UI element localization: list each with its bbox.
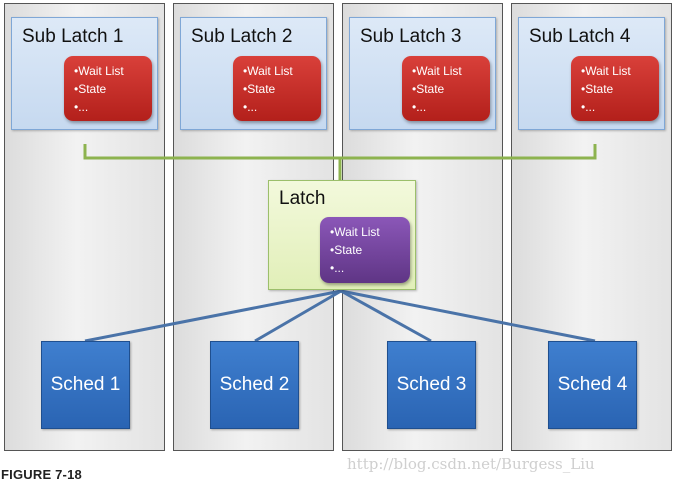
sub-latch-1: Sub Latch 1 •Wait List •State •... [11, 17, 158, 130]
latch-item-state: •State [330, 243, 363, 257]
sub-latch-3-item-state: •State [412, 82, 445, 96]
sub-latch-3-item-wait-list: •Wait List [412, 64, 462, 78]
latch-to-sched-4-connector [340, 289, 596, 343]
sched-1: Sched 1 [41, 341, 130, 429]
watermark-url: http://blog.csdn.net/Burgess_Liu [347, 455, 595, 473]
sub-latch-4-info: •Wait List •State •... [571, 56, 659, 121]
sub-latch-1-title: Sub Latch 1 [22, 26, 124, 47]
sub-latch-4-item-wait-list: •Wait List [581, 64, 631, 78]
sub-latch-1-info: •Wait List •State •... [64, 56, 152, 121]
sub-latch-2: Sub Latch 2 •Wait List •State •... [180, 17, 327, 130]
sub-latch-1-item-more: •... [74, 100, 89, 114]
latch-info: •Wait List •State •... [320, 217, 410, 283]
sub-latch-2-title: Sub Latch 2 [191, 26, 293, 47]
sched-2: Sched 2 [210, 341, 299, 429]
sub-latch-2-item-state: •State [243, 82, 276, 96]
sub-latch-1-item-wait-list: •Wait List [74, 64, 124, 78]
figure-caption: FIGURE 7-18 [1, 467, 82, 482]
sub-latch-1-item-state: •State [74, 82, 107, 96]
sub-latch-2-info: •Wait List •State •... [233, 56, 321, 121]
sched-3: Sched 3 [387, 341, 476, 429]
sub-latch-4-title: Sub Latch 4 [529, 26, 631, 47]
latch-to-sched-1-connector [84, 289, 342, 343]
sub-latch-4: Sub Latch 4 •Wait List •State •... [518, 17, 665, 130]
latch-item-more: •... [330, 261, 345, 275]
sub-latch-3-info: •Wait List •State •... [402, 56, 490, 121]
latch-to-sched-3-connector [340, 289, 432, 343]
sub-latch-2-item-wait-list: •Wait List [243, 64, 293, 78]
latch-title: Latch [279, 188, 326, 209]
sub-latch-4-item-state: •State [581, 82, 614, 96]
sched-4: Sched 4 [548, 341, 637, 429]
sub-latch-3-item-more: •... [412, 100, 427, 114]
latch-box: Latch •Wait List •State •... [268, 180, 416, 290]
latch-item-wait-list: •Wait List [330, 225, 380, 239]
sub-latch-2-item-more: •... [243, 100, 258, 114]
sub-latch-3-title: Sub Latch 3 [360, 26, 462, 47]
latch-to-sched-2-connector [254, 289, 342, 343]
sub-latch-4-item-more: •... [581, 100, 596, 114]
sub-latch-bracket [83, 144, 597, 160]
sub-latch-3: Sub Latch 3 •Wait List •State •... [349, 17, 496, 130]
